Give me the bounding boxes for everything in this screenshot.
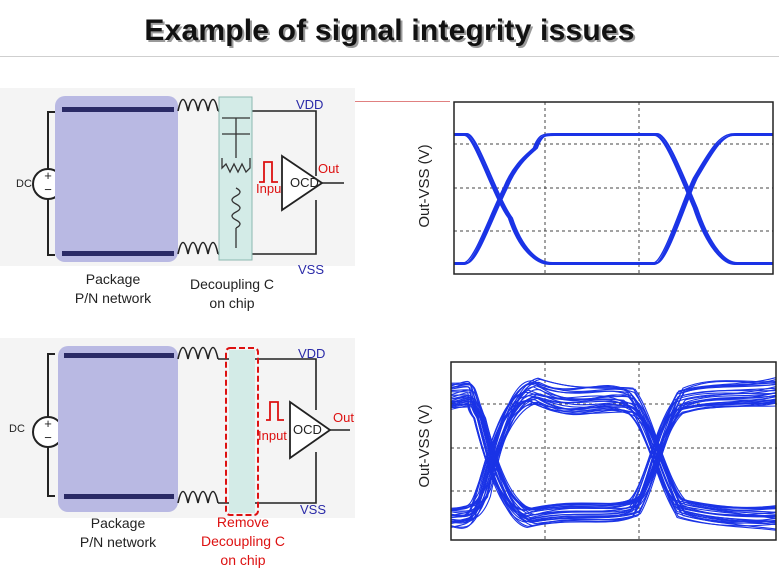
eye-ylabel: Out-VSS (V): [416, 404, 433, 487]
circuit-without-decap: + − DC Input OCD Out VDD VSS Package P/N…: [0, 338, 355, 568]
eye-trace: [450, 399, 777, 523]
vss-label: VSS: [300, 502, 326, 517]
eye-diagram-noisy: Out-VSS (V): [416, 361, 777, 541]
vss-label: VSS: [298, 262, 324, 277]
decap-caption-line3: on chip: [220, 552, 265, 568]
package-vdd-plane: [62, 107, 174, 112]
package-caption-line1: Package: [91, 515, 146, 531]
out-label: Out: [333, 410, 354, 425]
eye-trace: [450, 405, 777, 522]
package-vdd-plane: [64, 353, 174, 358]
eye-diagram-clean: Out-VSS (V): [416, 101, 774, 275]
input-label: Input: [258, 428, 287, 443]
eye-trace: [454, 133, 773, 265]
empty-decap-slot: [229, 350, 255, 513]
out-label: Out: [318, 161, 339, 176]
eye-traces: [450, 377, 777, 531]
eye-trace: [450, 380, 777, 516]
eye-trace: [450, 400, 777, 518]
page-title: Example of signal integrity issues: [144, 14, 635, 47]
eye-trace: [454, 134, 773, 265]
eye-trace: [454, 133, 773, 264]
eye-trace: [454, 133, 773, 265]
input-pulse-icon: [259, 161, 278, 183]
vdd-label: VDD: [296, 97, 323, 112]
eye-trace: [450, 399, 777, 521]
package-caption-line2: P/N network: [80, 534, 157, 550]
eye-plot-frame: [450, 361, 777, 541]
package-network-block: [58, 346, 178, 512]
dc-label: DC: [9, 423, 25, 435]
eye-trace: [450, 393, 777, 510]
decap-caption-line2: on chip: [209, 295, 254, 311]
vss-bond-inductor: [177, 490, 219, 504]
pointer-line: [350, 101, 450, 102]
eye-trace: [450, 392, 777, 510]
remove-decap-box: [225, 347, 259, 516]
eye-ylabel: Out-VSS (V): [416, 144, 433, 227]
plus-sign: +: [44, 168, 52, 183]
eye-grid: [454, 102, 773, 274]
eye-trace: [450, 381, 777, 522]
decap-internal-network: [221, 117, 251, 248]
decap-caption-line1: Decoupling C: [190, 276, 274, 292]
eye-trace: [450, 384, 777, 514]
eye-plot-frame: [453, 101, 774, 275]
package-caption-line2: P/N network: [75, 290, 152, 306]
title-divider: [0, 56, 779, 57]
minus-sign: −: [44, 182, 52, 197]
input-label: Input: [256, 181, 285, 196]
vdd-bond-inductor: [177, 346, 219, 360]
package-vss-plane: [64, 494, 174, 499]
eye-trace: [450, 377, 777, 517]
decap-caption-line1: Remove: [217, 514, 269, 530]
eye-trace: [450, 389, 777, 527]
vdd-label: VDD: [298, 346, 325, 361]
circuit-with-decap: + − DC Input OCD Out VDD VSS Package P/N…: [0, 88, 355, 311]
package-network-block: [55, 96, 178, 262]
decap-caption-line2: Decoupling C: [201, 533, 285, 549]
minus-sign: −: [44, 430, 52, 445]
eye-trace: [450, 400, 777, 512]
eye-trace: [450, 384, 777, 520]
vdd-bond-inductor: [177, 98, 219, 112]
ocd-label: OCD: [293, 422, 322, 437]
dc-label: DC: [16, 178, 32, 190]
vss-bond-inductor: [177, 241, 219, 255]
eye-trace: [450, 383, 777, 523]
eye-trace: [450, 387, 777, 511]
ocd-driver-symbol: [281, 154, 324, 212]
input-pulse-icon: [266, 401, 284, 421]
eye-traces: [454, 133, 773, 265]
ocd-driver-symbol: [289, 400, 332, 460]
plus-sign: +: [44, 416, 52, 431]
ocd-label: OCD: [290, 175, 319, 190]
package-vss-plane: [62, 251, 174, 256]
eye-trace: [450, 400, 777, 518]
package-caption-line1: Package: [86, 271, 141, 287]
